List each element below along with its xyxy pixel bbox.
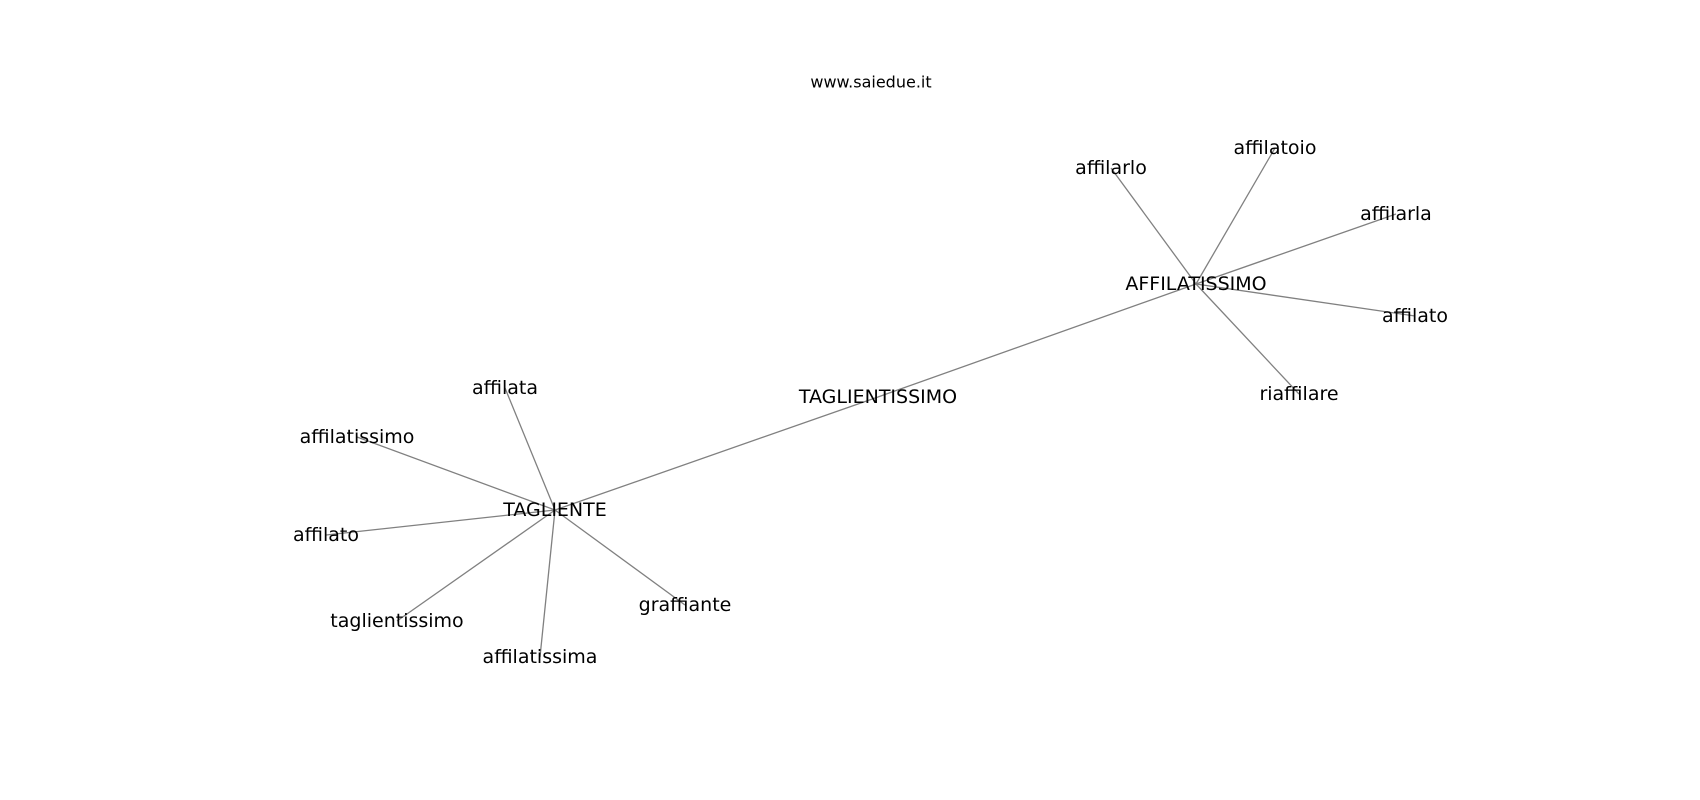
node-affilarlo: affilarlo xyxy=(1075,157,1147,179)
node-affilato-t: affilato xyxy=(293,524,359,546)
edge-affilatissimo-riaffilare xyxy=(1195,283,1300,395)
nodes-layer: TAGLIENTISSIMO AFFILATISSIMO TAGLIENTE affi… xyxy=(293,137,1448,668)
edge-affilatissimo-affilarla xyxy=(1195,213,1397,285)
node-affilatissimo: affilatissimo xyxy=(300,426,415,448)
edge-taglientissimo-tagliente xyxy=(554,396,879,511)
node-affilato-a: affilato xyxy=(1382,305,1448,327)
edge-tagliente-affilatissima xyxy=(539,509,556,658)
node-taglientissimo: TAGLIENTISSIMO xyxy=(798,386,957,408)
edge-affilatissimo-affilato-a xyxy=(1195,283,1416,317)
node-affilatissimo: AFFILATISSIMO xyxy=(1125,273,1266,295)
site-watermark: www.saiedue.it xyxy=(810,73,931,92)
node-graffiante: graffiante xyxy=(639,594,732,616)
edge-taglientissimo-affilatissimo xyxy=(877,283,1197,398)
edge-tagliente-affilatissimo xyxy=(356,436,556,511)
node-affilata: affilata xyxy=(472,377,538,399)
node-taglientissimo: taglientissimo xyxy=(330,610,463,632)
edge-affilatissimo-affilarlo xyxy=(1110,167,1197,285)
node-affilatoio: affilatoio xyxy=(1234,137,1317,159)
edge-tagliente-taglientissimo xyxy=(396,509,556,622)
edge-affilatissimo-affilatoio xyxy=(1195,147,1276,285)
edge-tagliente-affilata xyxy=(504,387,556,511)
node-affilarla: affilarla xyxy=(1360,203,1432,225)
edge-tagliente-affilato-t xyxy=(325,509,556,536)
node-tagliente: TAGLIENTE xyxy=(502,499,607,521)
node-riaffilare: riaffilare xyxy=(1259,383,1338,405)
edge-tagliente-graffiante xyxy=(554,509,686,606)
node-affilatissima: affilatissima xyxy=(483,646,598,668)
edges-layer xyxy=(325,147,1416,658)
